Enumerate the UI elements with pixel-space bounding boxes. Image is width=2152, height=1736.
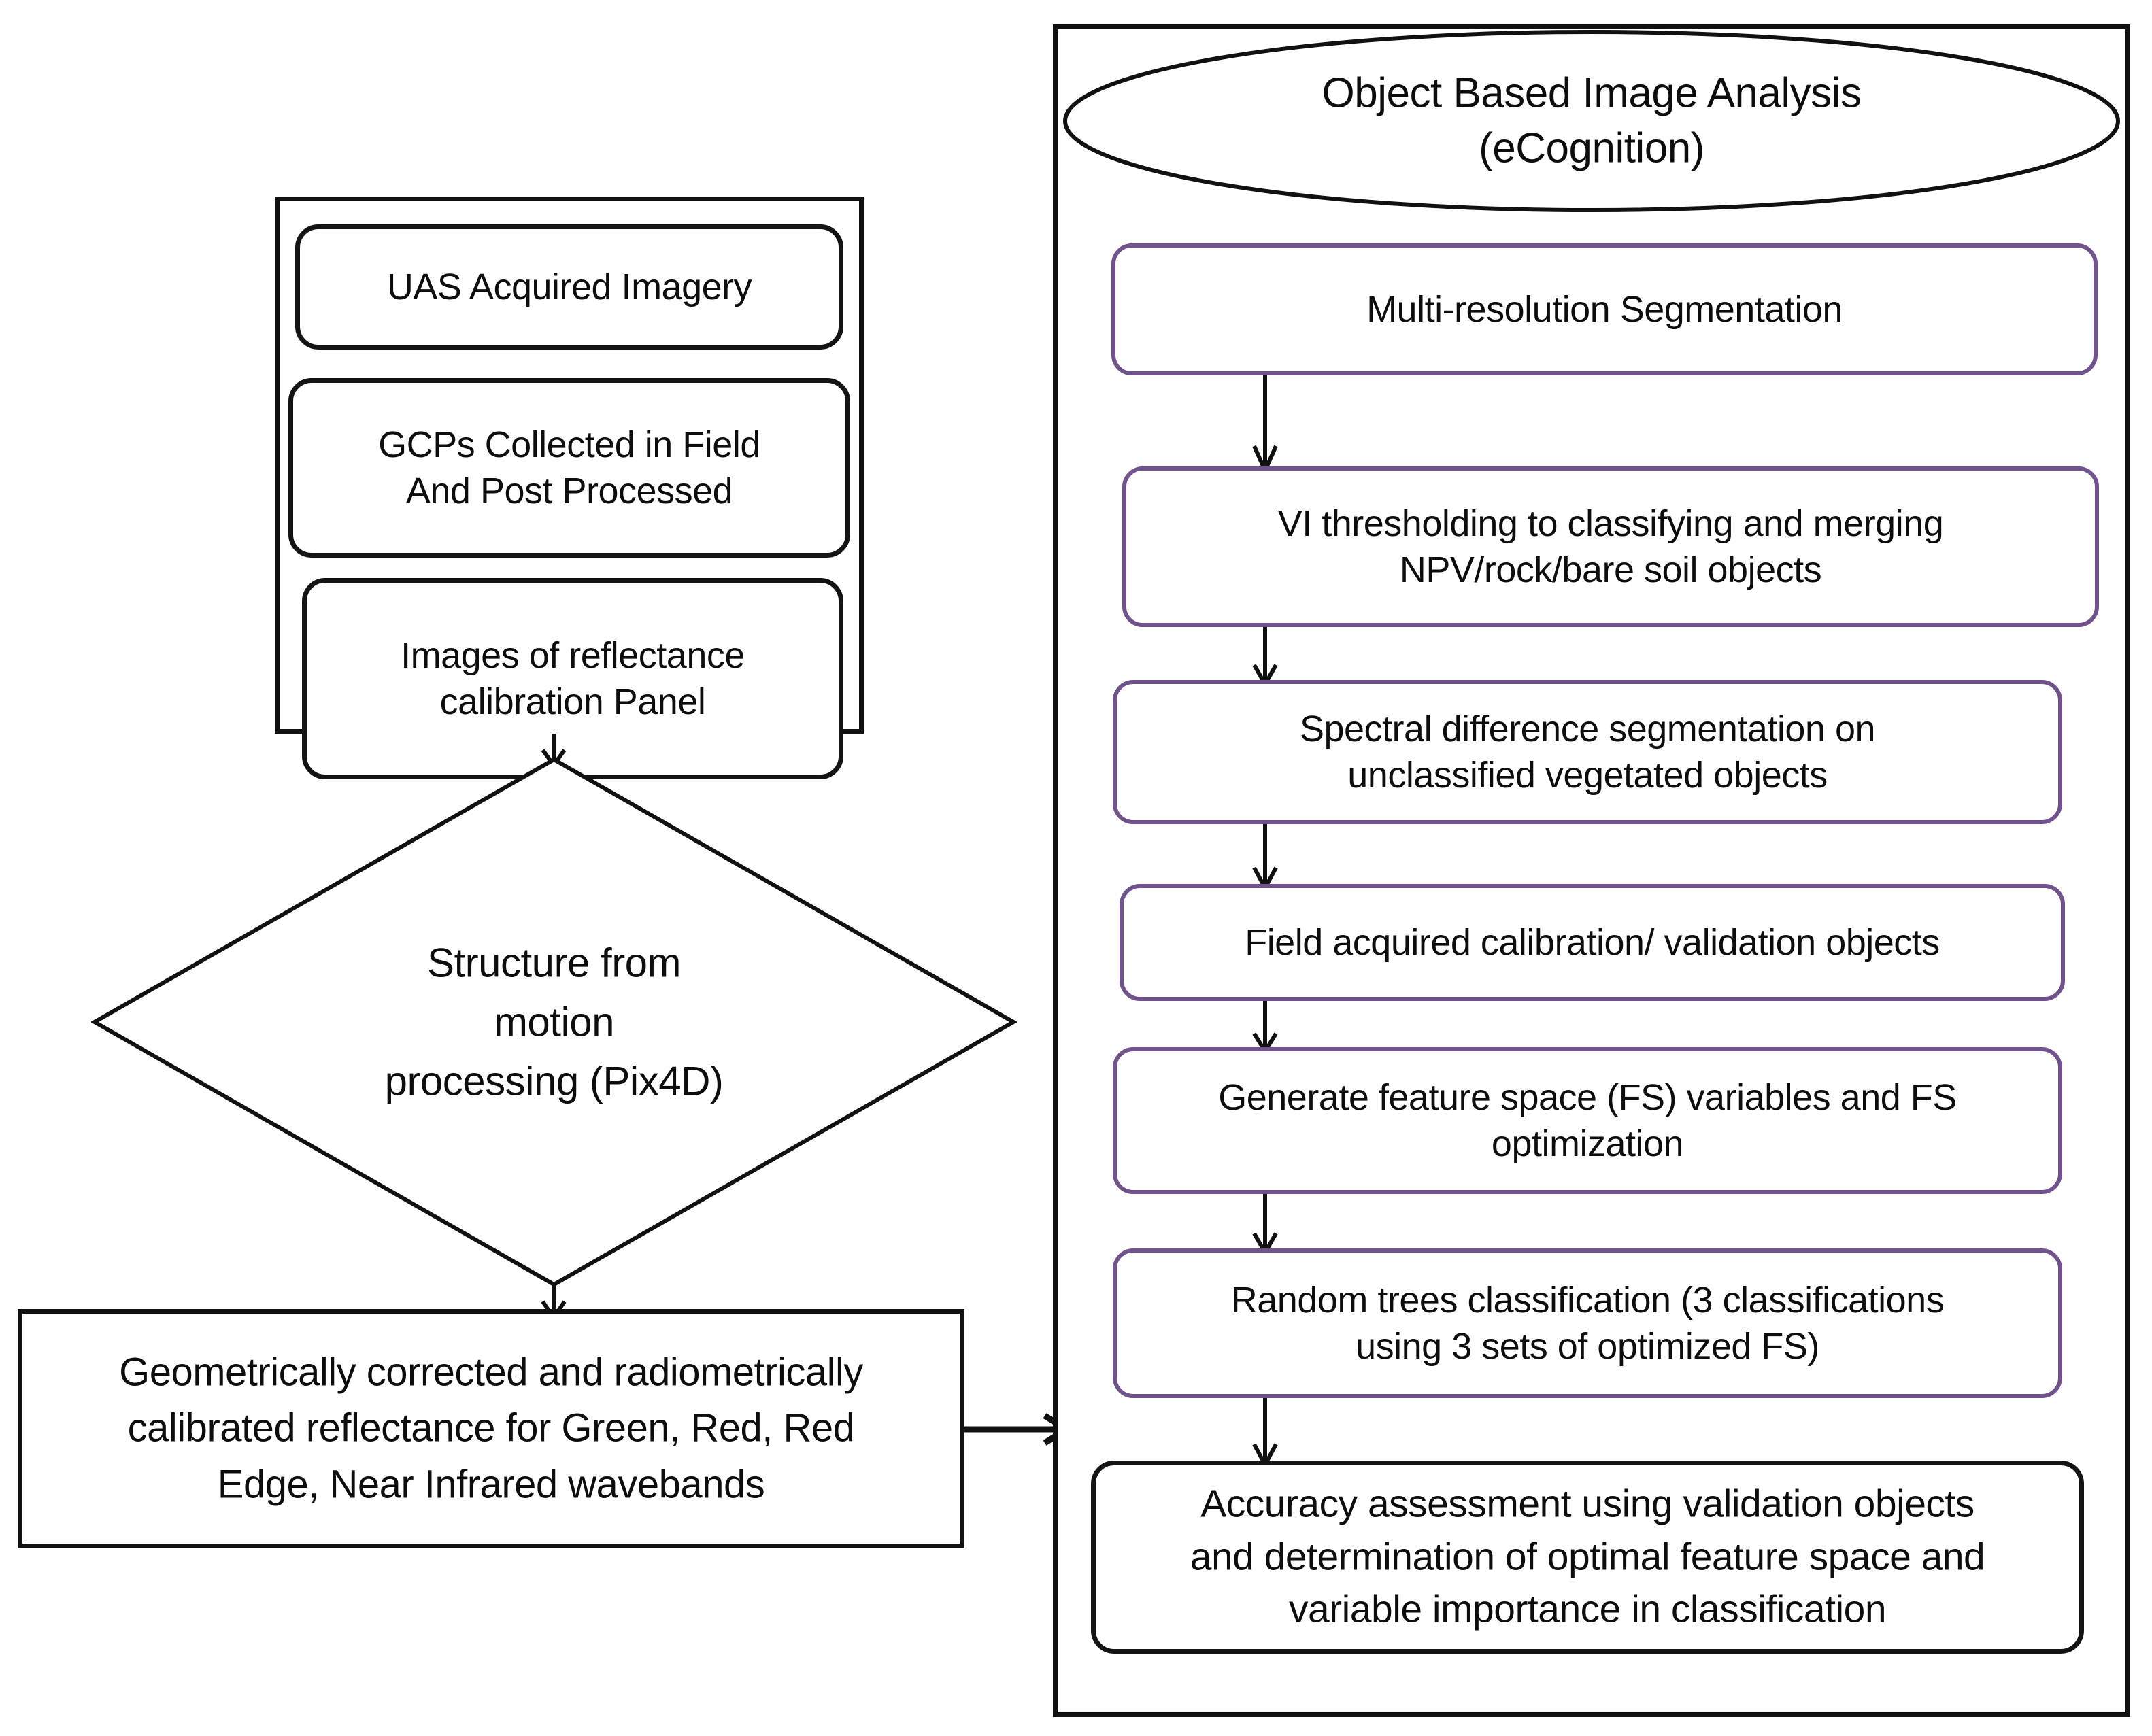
node-featurespace-label: Generate feature space (FS) variables an… — [1218, 1076, 1957, 1164]
node-generate-feature-space[interactable]: Generate feature space (FS) variables an… — [1113, 1047, 2062, 1194]
node-gcps-collected[interactable]: GCPs Collected in Field And Post Process… — [288, 378, 850, 558]
node-vi-label: VI thresholding to classifying and mergi… — [1277, 503, 1944, 590]
arrow-sfm-to-reflectance-icon — [533, 1282, 574, 1318]
arrow-vi-to-spectral-icon — [1245, 627, 1285, 684]
arrow-inputs-to-sfm-icon — [533, 734, 574, 765]
node-accuracy-label: Accuracy assessment using validation obj… — [1190, 1482, 1985, 1631]
node-gcp-label: GCPs Collected in Field And Post Process… — [378, 424, 760, 511]
arrow-featurespace-to-randomtrees-icon — [1245, 1194, 1285, 1253]
node-mrs-label: Multi-resolution Segmentation — [1366, 288, 1843, 330]
node-accuracy-assessment[interactable]: Accuracy assessment using validation obj… — [1091, 1461, 2084, 1654]
arrow-randomtrees-to-accuracy-icon — [1245, 1398, 1285, 1465]
node-reflectance-label: Geometrically corrected and radiometrica… — [119, 1350, 863, 1507]
node-uas-acquired-imagery[interactable]: UAS Acquired Imagery — [295, 224, 843, 350]
node-vi-thresholding[interactable]: VI thresholding to classifying and mergi… — [1122, 466, 2099, 627]
node-structure-from-motion[interactable]: Structure from motion processing (Pix4D) — [91, 756, 1017, 1288]
node-spectral-label: Spectral difference segmentation on uncl… — [1299, 708, 1876, 796]
node-field-calibration-validation-objects[interactable]: Field acquired calibration/ validation o… — [1120, 884, 2065, 1001]
node-field-label: Field acquired calibration/ validation o… — [1245, 921, 1940, 963]
node-panel-label: Images of reflectance calibration Panel — [401, 634, 745, 722]
node-randomtrees-label: Random trees classification (3 classific… — [1230, 1279, 1945, 1367]
arrow-field-to-featurespace-icon — [1245, 1001, 1285, 1051]
obia-title-label: Object Based Image Analysis (eCognition) — [1322, 69, 1862, 171]
arrow-mrs-to-vi-icon — [1245, 375, 1285, 471]
obia-title-ellipse: Object Based Image Analysis (eCognition) — [1062, 29, 2121, 214]
node-multiresolution-segmentation[interactable]: Multi-resolution Segmentation — [1111, 243, 2098, 375]
node-uas-label: UAS Acquired Imagery — [386, 266, 752, 307]
node-corrected-reflectance[interactable]: Geometrically corrected and radiometrica… — [18, 1309, 964, 1548]
arrow-spectral-to-field-icon — [1245, 824, 1285, 888]
node-random-trees-classification[interactable]: Random trees classification (3 classific… — [1113, 1248, 2062, 1398]
node-sfm-label: Structure from motion processing (Pix4D) — [384, 940, 724, 1104]
node-spectral-difference-segmentation[interactable]: Spectral difference segmentation on uncl… — [1113, 680, 2062, 824]
arrow-reflectance-to-obia-icon — [964, 1409, 1066, 1450]
node-calibration-panel-images[interactable]: Images of reflectance calibration Panel — [302, 578, 843, 779]
